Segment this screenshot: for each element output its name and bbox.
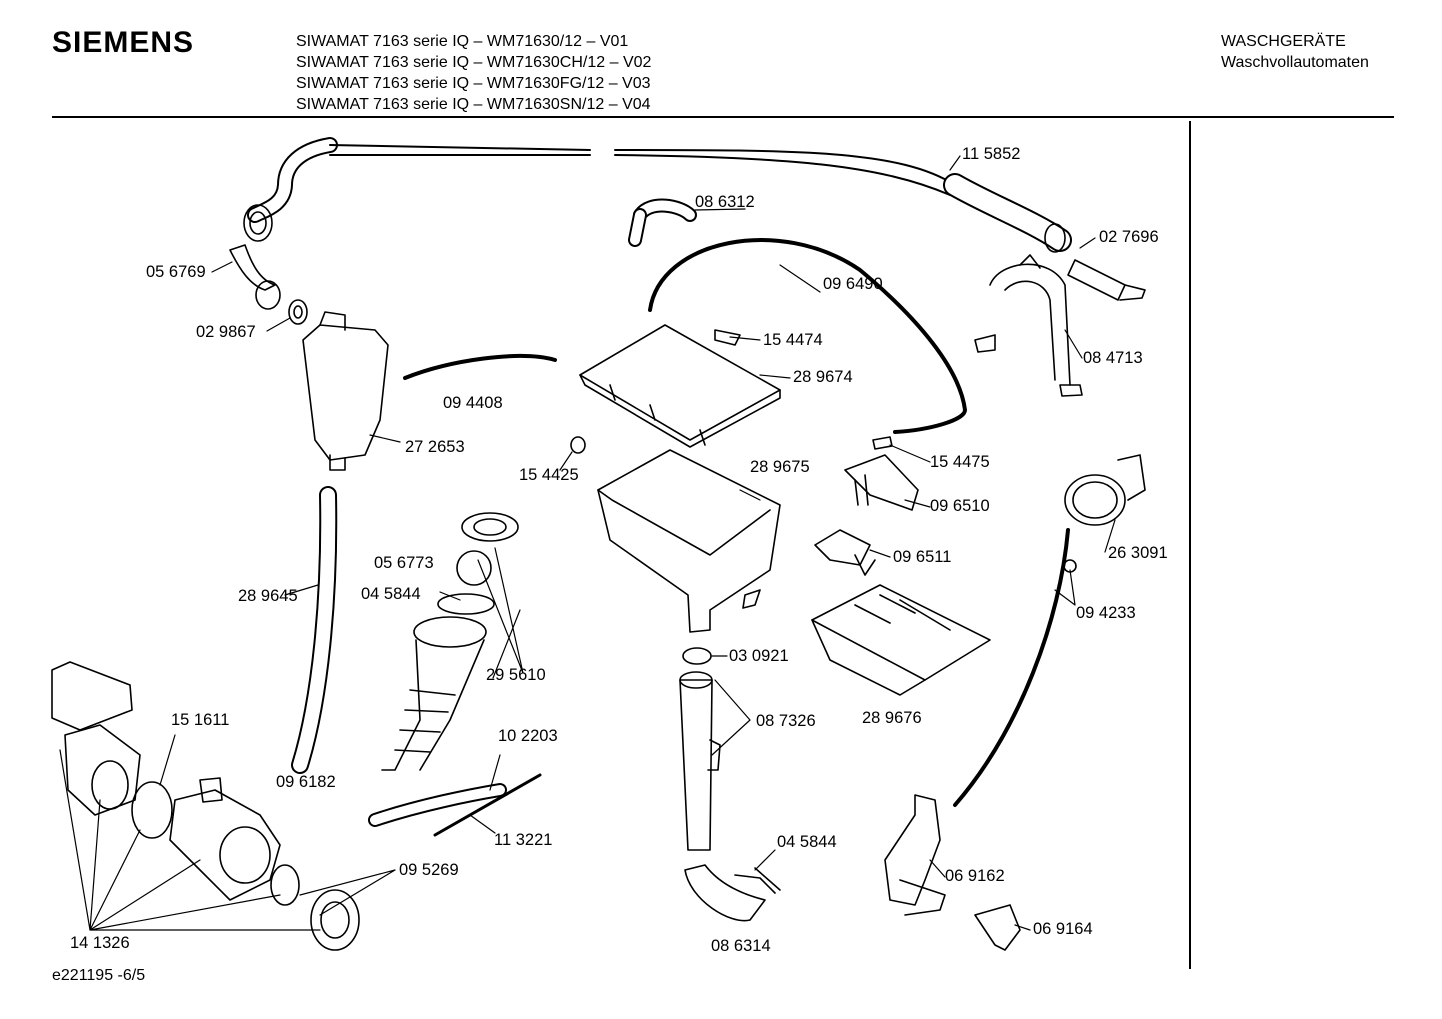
category: WASCHGERÄTE Waschvollautomaten (1221, 31, 1369, 73)
dispenser-housing (597, 449, 781, 633)
part-label: 05 6769 (146, 263, 206, 281)
document-id: e221195 -6/5 (52, 967, 146, 984)
small-clip (974, 904, 1021, 951)
part-label: 06 9162 (945, 867, 1005, 885)
part-label: 04 5844 (361, 585, 421, 603)
model-list: SIWAMAT 7163 serie IQ – WM71630/12 – V01… (296, 31, 651, 115)
hose-bracket (974, 254, 1083, 397)
drain-hose (247, 137, 1072, 253)
model-line: SIWAMAT 7163 serie IQ – WM71630CH/12 – V… (296, 54, 652, 71)
part-label: 08 6314 (711, 937, 771, 955)
part-label: 02 7696 (1099, 228, 1159, 246)
part-label: 28 9645 (238, 587, 298, 605)
part-label: 15 4474 (763, 331, 823, 349)
vertical-divider (1189, 121, 1191, 969)
category-subtitle: Waschvollautomaten (1221, 54, 1369, 71)
model-line: SIWAMAT 7163 serie IQ – WM71630FG/12 – V… (296, 75, 651, 92)
part-label: 09 6182 (276, 773, 336, 791)
part-label: 08 4713 (1083, 349, 1143, 367)
header-divider (52, 116, 1394, 118)
part-label: 06 9164 (1033, 920, 1093, 938)
drain-pump (51, 661, 360, 951)
part-label: 09 6510 (930, 497, 990, 515)
long-hose (648, 238, 967, 434)
small-plug (570, 436, 586, 454)
part-label: 03 0921 (729, 647, 789, 665)
part-label: 15 1611 (171, 711, 230, 729)
part-label: 09 4408 (443, 394, 503, 412)
part-label: 09 6511 (893, 548, 952, 566)
leader-lines (59, 155, 1116, 931)
part-label: 26 3091 (1108, 544, 1168, 562)
part-label: 04 5844 (777, 833, 837, 851)
model-line: SIWAMAT 7163 serie IQ – WM71630/12 – V01 (296, 33, 629, 50)
part-label: 09 6490 (823, 275, 883, 293)
hose-elbow (229, 204, 308, 325)
part-label: 05 6773 (374, 554, 434, 572)
part-label: 09 5269 (399, 861, 459, 879)
adapter-part (1067, 259, 1146, 301)
part-label: 15 4425 (519, 466, 579, 484)
dispenser-cover (579, 324, 781, 448)
part-label: 28 9675 (750, 458, 810, 476)
part-label: 29 5610 (486, 666, 546, 684)
part-label: 02 9867 (196, 323, 256, 341)
part-label: 28 9674 (793, 368, 853, 386)
small-tube (628, 198, 697, 247)
category-title: WASCHGERÄTE (1221, 33, 1346, 50)
pressure-hose (953, 528, 1070, 807)
part-label: 09 4233 (1076, 604, 1136, 622)
part-label: 28 9676 (862, 709, 922, 727)
overflow-container (302, 311, 389, 471)
part-label: 08 7326 (756, 712, 816, 730)
part-label: 14 1326 (70, 934, 130, 952)
short-hose (403, 354, 557, 380)
mounting-bracket (884, 794, 946, 916)
brand-logo: SIEMENS (52, 26, 195, 59)
rod (433, 773, 542, 837)
part-label: 15 4475 (930, 453, 990, 471)
detergent-drawer (811, 584, 991, 696)
vertical-pipe (679, 647, 721, 851)
part-label: 27 2653 (405, 438, 465, 456)
pipe-elbow (684, 864, 781, 922)
pressure-switch (1064, 454, 1146, 526)
sump-bellows (381, 512, 519, 771)
part-label: 10 2203 (498, 727, 558, 745)
part-label: 11 5852 (962, 145, 1021, 163)
part-label: 08 6312 (695, 193, 755, 211)
part-label: 11 3221 (494, 831, 553, 849)
model-line: SIWAMAT 7163 serie IQ – WM71630SN/12 – V… (296, 96, 651, 113)
